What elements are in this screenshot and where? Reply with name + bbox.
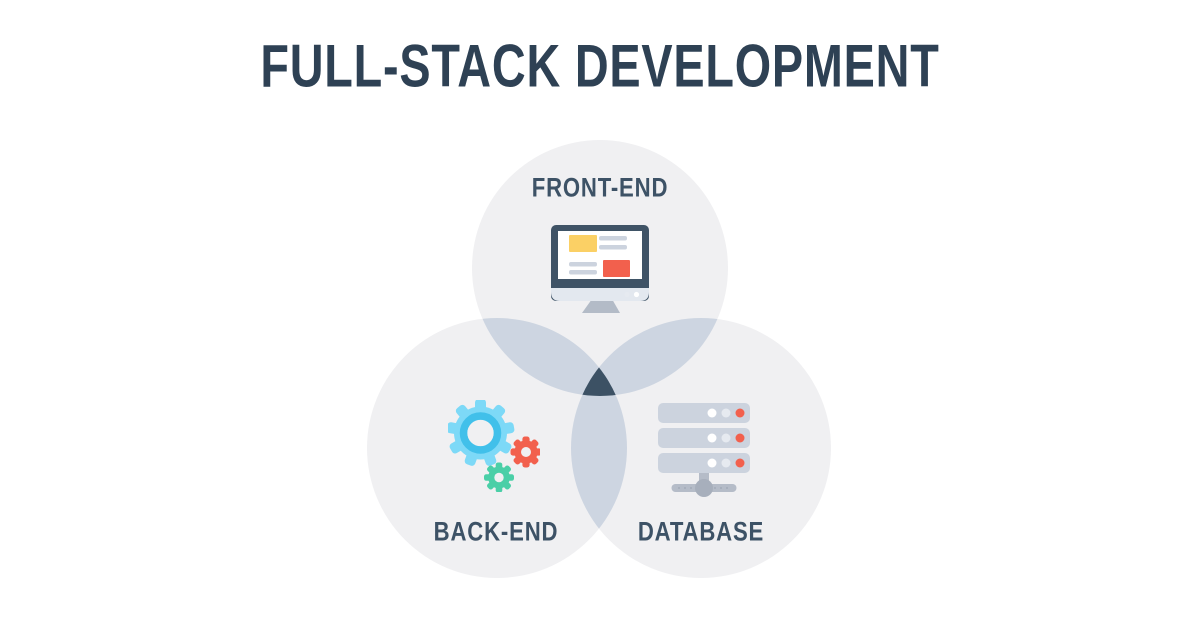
server-rack-unit (658, 428, 750, 448)
server-stem (699, 471, 709, 486)
venn-overlap-frontend-database (571, 318, 728, 396)
server-rack-unit (658, 403, 750, 423)
label-front-end: FRONT-END (531, 172, 669, 203)
label-database: DATABASE (637, 516, 765, 547)
server-rack-unit (658, 453, 750, 473)
server-hub (695, 479, 713, 497)
label-back-end: BACK-END (433, 516, 559, 547)
gear-small-red (510, 436, 540, 468)
monitor-chin-dot (624, 291, 630, 298)
monitor-icon (551, 225, 649, 313)
screen-text-line (569, 262, 597, 267)
database-server-icon (658, 403, 750, 497)
gear-large-blue (448, 400, 515, 466)
screen-text-line (599, 236, 627, 241)
monitor-chin-dot (633, 291, 640, 298)
page-title: FULL-STACK DEVELOPMENT (260, 32, 940, 100)
screen-red-block (603, 260, 630, 277)
screen-text-line (569, 270, 597, 275)
screen-text-line (599, 245, 627, 250)
screen-yellow-block (569, 235, 597, 252)
venn-overlap-frontend-backend (472, 318, 627, 396)
monitor-chin (551, 288, 649, 301)
gears-icon (448, 400, 540, 492)
gear-small-teal (484, 462, 514, 492)
monitor-stand (582, 299, 620, 313)
